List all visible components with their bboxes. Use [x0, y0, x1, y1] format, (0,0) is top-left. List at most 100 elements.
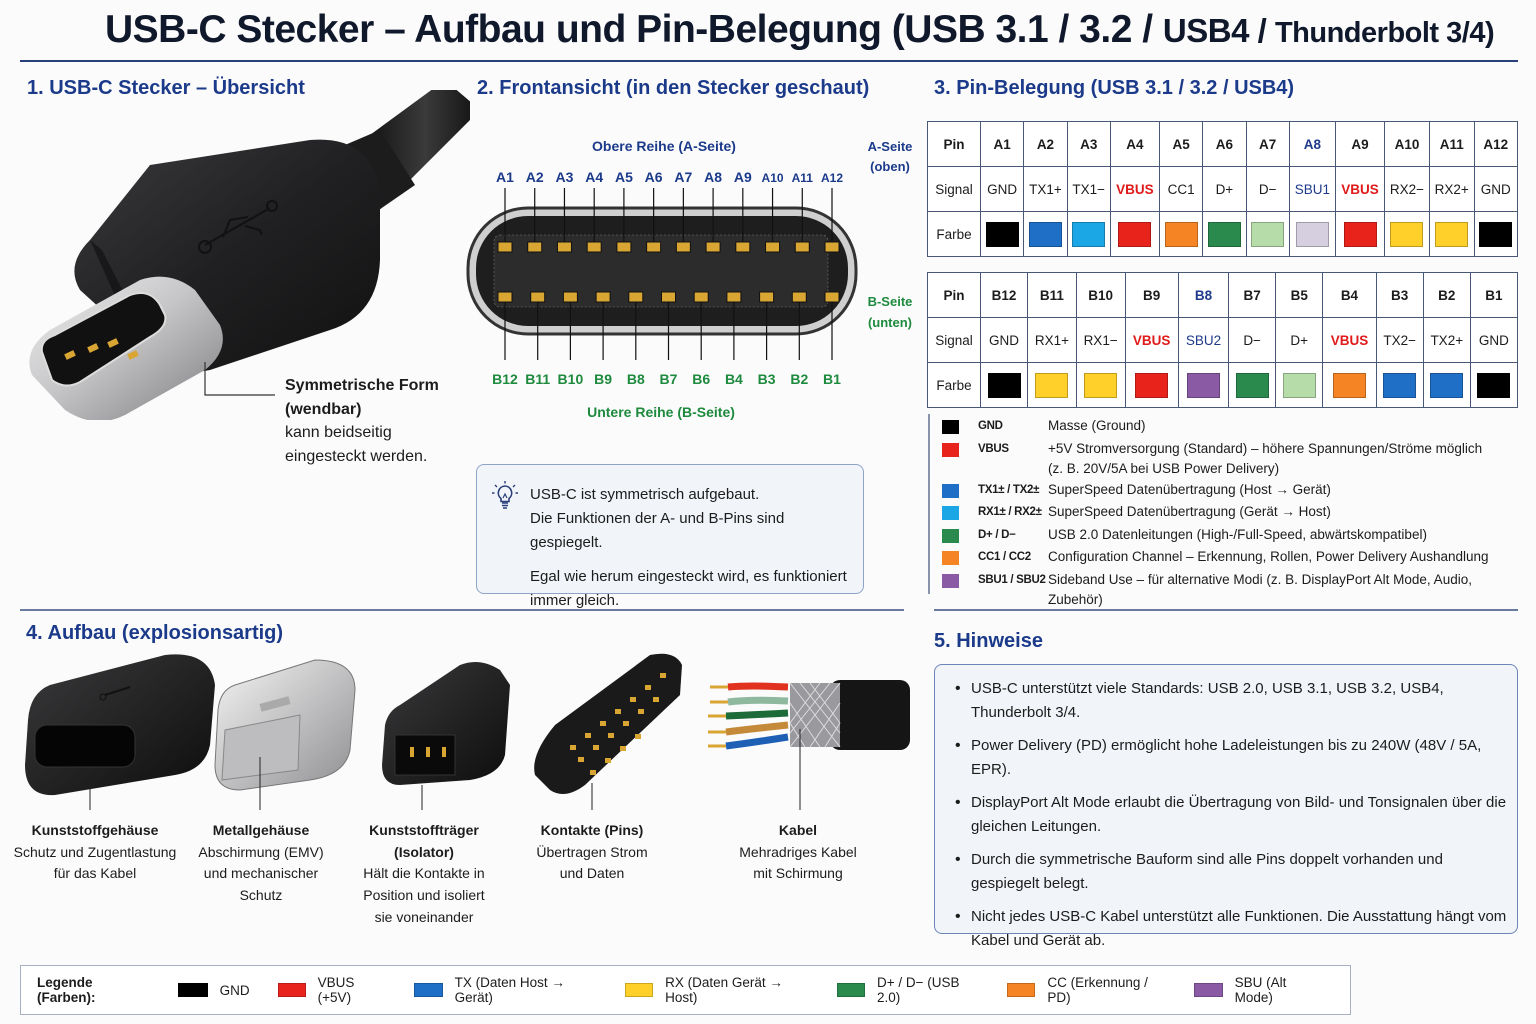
signal-cell: VBUS	[1322, 317, 1377, 363]
bottom-pin-label: B12	[492, 371, 518, 387]
legend-item-label: GND	[219, 982, 250, 998]
top-pin-label: A3	[556, 169, 574, 185]
top-pin-contact	[646, 241, 662, 253]
color-swatch	[1251, 221, 1285, 247]
metal-housing-part	[214, 659, 356, 791]
pin-cell: A8	[1288, 121, 1337, 167]
part-desc-line: (Isolator)	[394, 843, 454, 860]
callout-title: Symmetrische Form	[285, 377, 439, 394]
legend-item: RX (Daten Gerät → Host)	[624, 975, 809, 1005]
legend-code: GND	[978, 420, 1003, 432]
top-pin-label: A7	[674, 169, 692, 185]
top-pin-contact	[616, 241, 632, 253]
pin-cell: B9	[1124, 272, 1179, 318]
color-cell	[1335, 211, 1386, 257]
bottom-pin-label: B11	[525, 371, 550, 387]
row-label: Pin	[927, 272, 981, 318]
color-swatch	[1479, 221, 1513, 247]
legend-code: TX1± / TX2±	[978, 483, 1040, 496]
signal-cell: VBUS	[1124, 317, 1179, 363]
signal-cell: VBUS	[1109, 166, 1160, 212]
title-usb4: USB4	[1162, 12, 1250, 49]
section-divider	[20, 609, 904, 611]
part-desc-line: für das Kabel	[53, 865, 137, 882]
legend-swatch	[942, 420, 959, 434]
legend-desc-line: Sideband Use – für alternative Modi (z. …	[1048, 571, 1472, 607]
legend-desc-line: Masse (Ground)	[1048, 418, 1146, 433]
pin-cell: A10	[1384, 121, 1430, 167]
row-label: Farbe	[927, 211, 981, 257]
color-cell	[979, 211, 1025, 257]
color-cell	[1023, 211, 1068, 257]
legend-row: VBUS +5V Stromversorgung (Standard) – hö…	[928, 440, 1528, 481]
part-desc-line: Abschirmung (EMV)	[198, 843, 324, 860]
row-label: Signal	[927, 166, 981, 212]
legend-swatch	[177, 983, 208, 997]
title-thunderbolt: Thunderbolt 3/4)	[1274, 17, 1495, 49]
top-pin-label: A9	[734, 169, 752, 185]
color-swatch	[1435, 221, 1469, 247]
color-swatch	[1035, 372, 1069, 398]
legend-item: D+ / D− (USB 2.0)	[836, 975, 979, 1005]
page-title: USB-C Stecker – Aufbau und Pin-Belegung …	[105, 8, 1495, 52]
section4-heading: 4. Aufbau (explosionsartig)	[26, 622, 284, 644]
signal-cell: CC1	[1158, 166, 1204, 212]
metal-shell	[29, 276, 223, 420]
bottom-pin-contact	[791, 291, 807, 303]
color-cell	[1428, 211, 1475, 257]
legend-desc: USB 2.0 Datenleitungen (High-/Full-Speed…	[1048, 525, 1427, 545]
part-desc-line: und mechanischer	[203, 865, 319, 882]
signal-cell: TX1−	[1066, 166, 1111, 212]
signal-cell: D+	[1275, 317, 1324, 363]
color-cell	[1075, 362, 1126, 408]
pin-cell: B4	[1322, 272, 1377, 318]
top-pin-contact	[735, 241, 751, 253]
legend-swatch	[942, 573, 959, 588]
note-item: DisplayPort Alt Mode erlaubt die Übertra…	[955, 791, 1509, 838]
part-desc-line: Schutz und Zugentlastung	[13, 843, 177, 860]
color-row: Farbe	[927, 362, 1519, 408]
color-swatch	[1390, 221, 1424, 247]
title-sep: /	[1248, 12, 1275, 49]
legend-swatch	[624, 983, 654, 997]
row-label: Signal	[927, 317, 981, 363]
part-title: Kontakte (Pins)	[540, 822, 644, 838]
part-caption: Kunststoffträger(Isolator)Hält die Konta…	[363, 820, 484, 929]
notes-list: USB-C unterstützt viele Standards: USB 2…	[955, 677, 1509, 952]
legend-item-label: SBU (Alt Mode)	[1234, 975, 1287, 1005]
pin-cell: A7	[1245, 121, 1290, 167]
color-swatch	[1235, 372, 1269, 398]
legend-swatch	[836, 983, 865, 997]
pin-cell: B10	[1075, 272, 1126, 318]
lightbulb-icon	[492, 481, 518, 509]
color-swatch	[1282, 372, 1316, 398]
color-cell	[1469, 362, 1519, 408]
section3-heading: 3. Pin-Belegung (USB 3.1 / 3.2 / USB4)	[934, 77, 1295, 99]
color-swatch	[1332, 372, 1366, 398]
pin-cell: B12	[979, 272, 1029, 318]
bottom-pin-label: B8	[627, 371, 645, 387]
legend-swatch	[942, 442, 959, 457]
legend-item-label: VBUS (+5V)	[317, 975, 355, 1005]
color-swatch	[1477, 372, 1511, 398]
color-cell	[1109, 211, 1160, 257]
bottom-pin-label: B6	[692, 371, 710, 387]
color-cell	[1066, 211, 1111, 257]
legend-desc-line: SuperSpeed Datenübertragung (Gerät → Hos…	[1048, 504, 1331, 519]
bottom-pin-label: B4	[725, 371, 743, 387]
legend-item-label: TX (Daten Host → Gerät)	[454, 975, 565, 1005]
callout-title-2: (wendbar)	[285, 400, 362, 418]
top-pin-label: A6	[645, 169, 663, 185]
legend-item: GND	[177, 982, 250, 998]
color-swatch	[1430, 372, 1464, 398]
legend-item: SBU (Alt Mode)	[1194, 975, 1322, 1005]
color-cell	[1375, 362, 1424, 408]
pin-cell: B8	[1177, 272, 1230, 318]
row-label: Farbe	[927, 362, 981, 408]
note-item: Durch die symmetrische Bauform sind alle…	[955, 848, 1509, 895]
signal-cell: RX2+	[1428, 166, 1475, 212]
color-cell	[1027, 362, 1077, 408]
color-cell	[1322, 362, 1377, 408]
